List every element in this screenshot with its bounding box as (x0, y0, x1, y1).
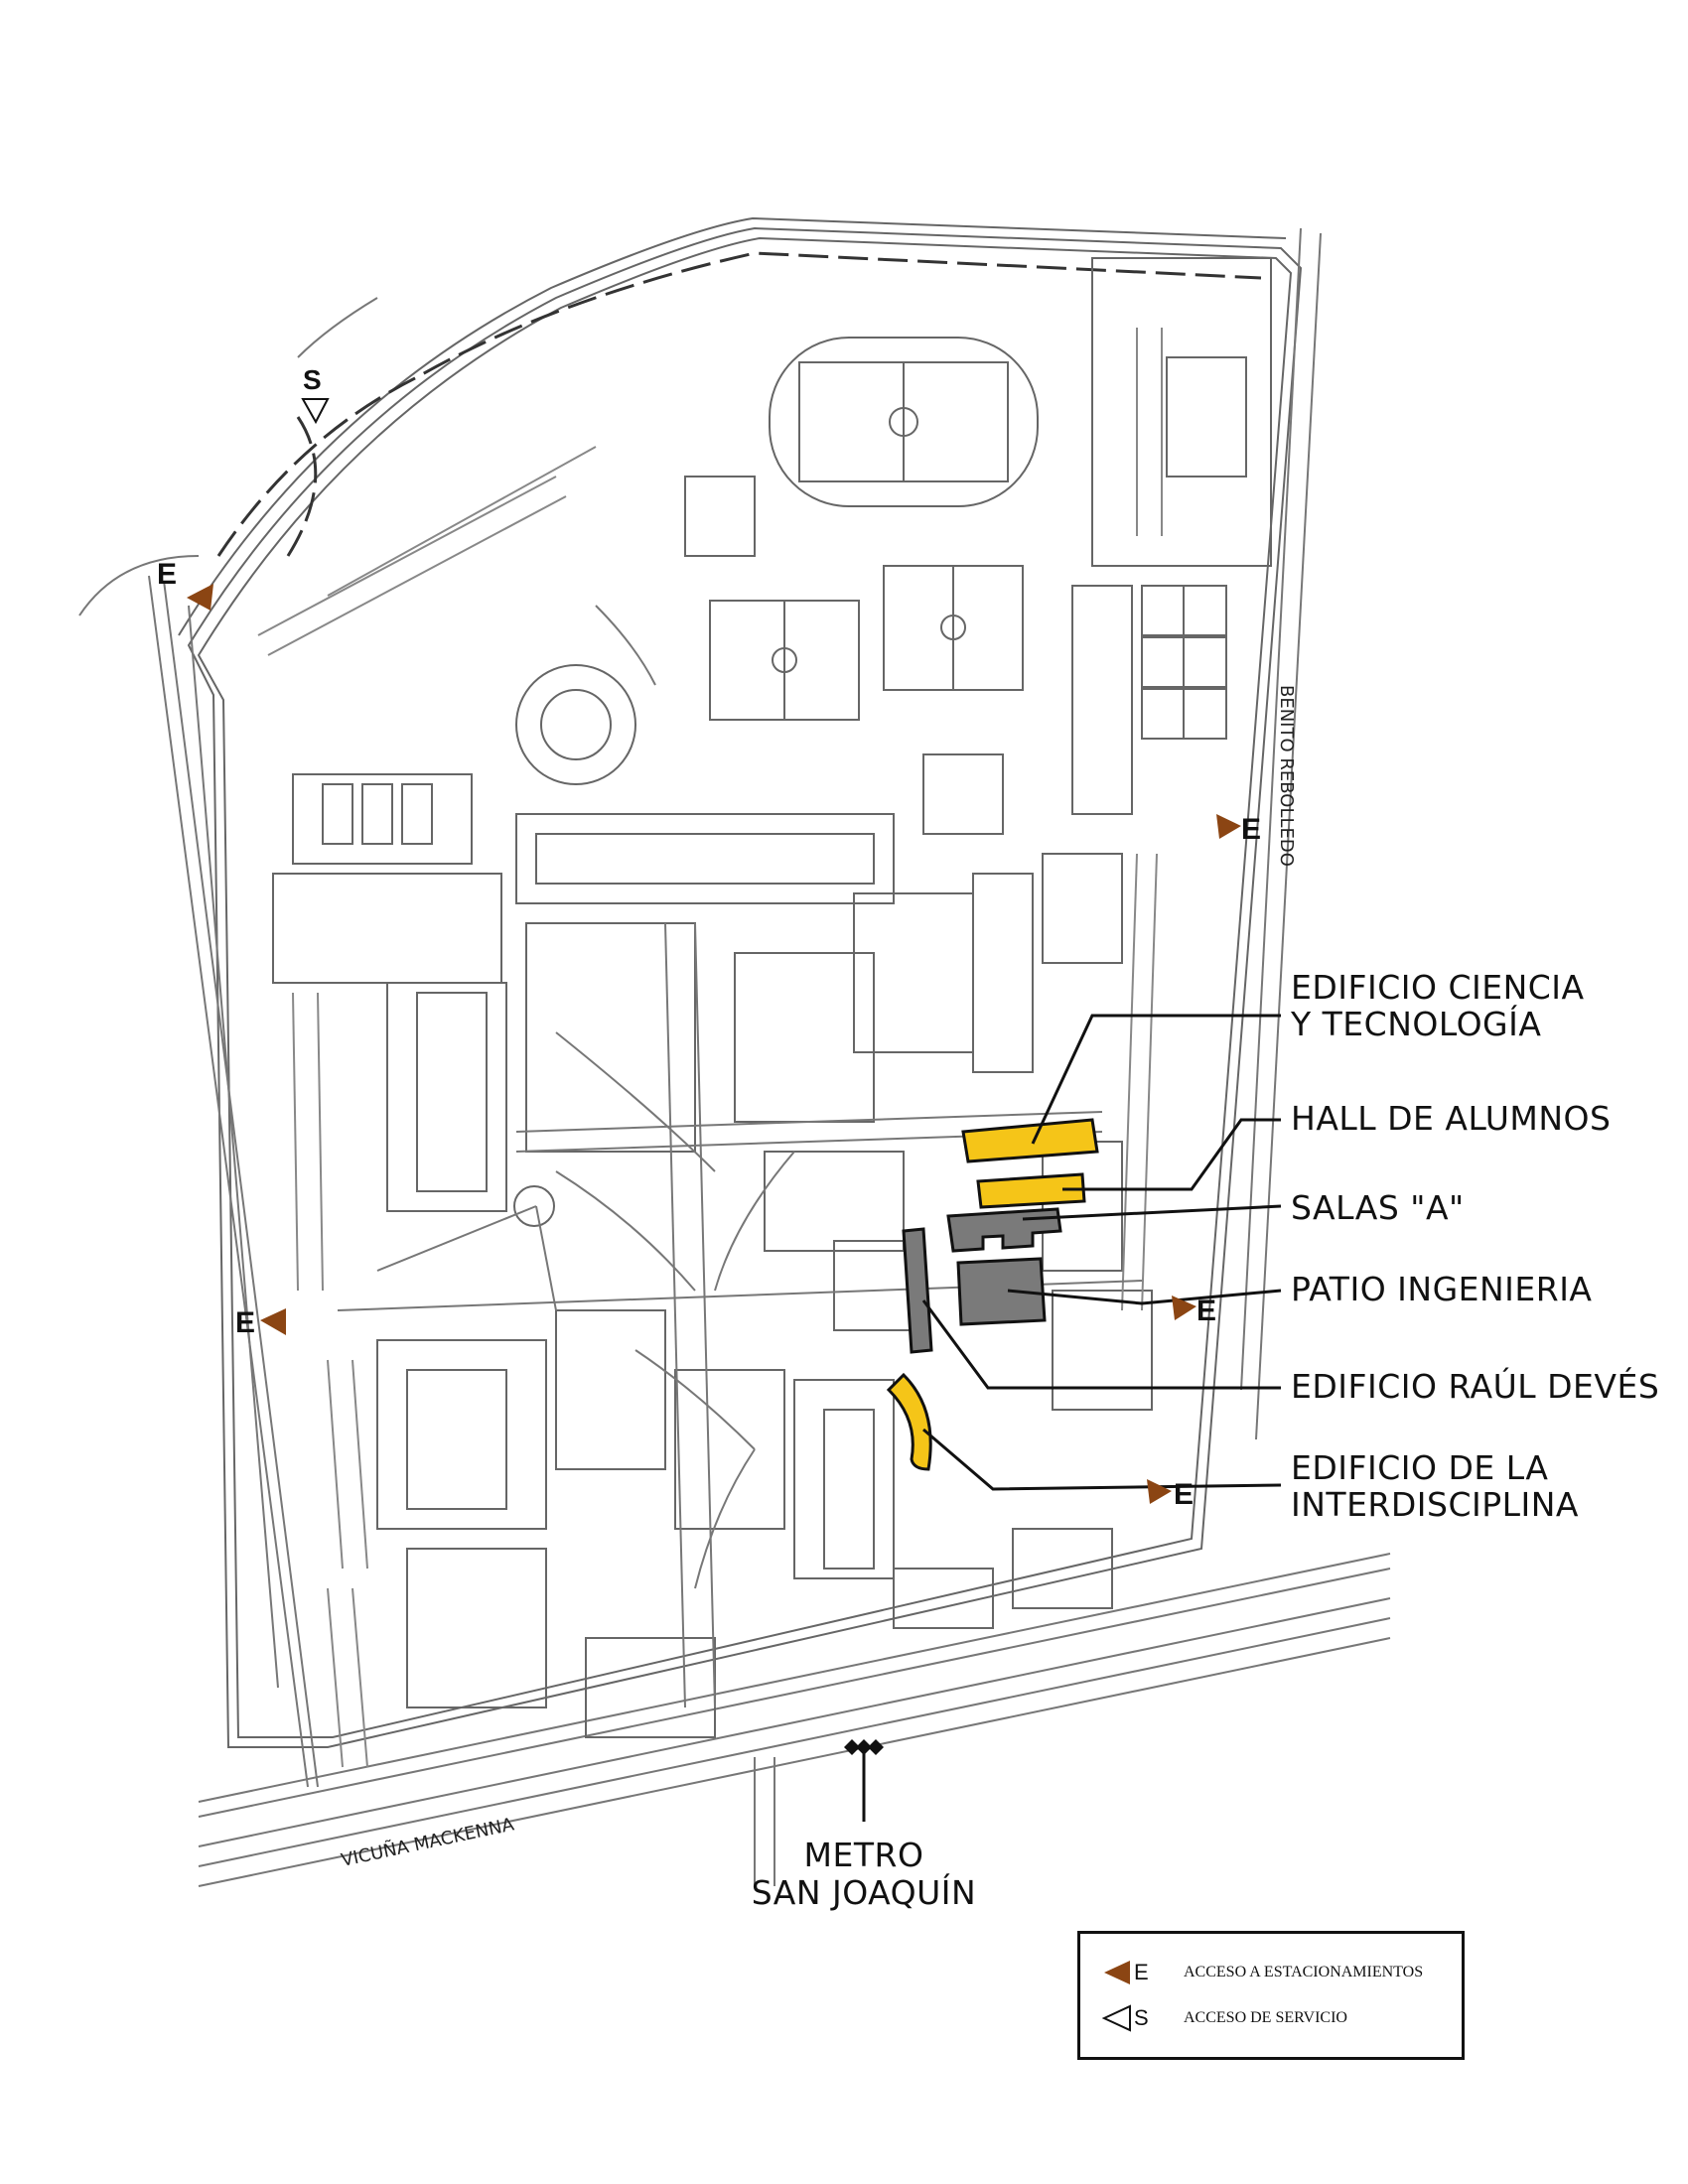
label-hall-alumnos: HALL DE ALUMNOS (1291, 1099, 1611, 1138)
parking-access-markers: E E E E E (157, 558, 1261, 1511)
raul-deves-shape (902, 1227, 933, 1354)
map-legend: E ACCESO A ESTACIONAMIENTOS S ACCESO DE … (1077, 1931, 1465, 2060)
parking-letter-east-1: E (1241, 813, 1261, 846)
service-access-marker: S (301, 364, 330, 425)
label-metro: METRO (804, 1836, 924, 1874)
label-salas-a: SALAS "A" (1291, 1188, 1465, 1227)
interdisciplina-shape (886, 1372, 932, 1471)
parking-marker-east-1 (1216, 814, 1241, 839)
legend-parking-text: ACCESO A ESTACIONAMIENTOS (1184, 1964, 1424, 1980)
hall-alumnos-shape (976, 1172, 1086, 1209)
parking-letter-east-2: E (1196, 1295, 1216, 1327)
label-y-tecnologia: Y TECNOLOGÍA (1290, 1004, 1541, 1043)
legend-service-text: ACCESO DE SERVICIO (1184, 2009, 1347, 2026)
parking-letter-west: E (235, 1306, 255, 1339)
legend-parking-key: E (1134, 1960, 1149, 1984)
patio-ingenieria-shape (956, 1257, 1047, 1326)
legend-row-parking: E ACCESO A ESTACIONAMIENTOS (1100, 1956, 1423, 1989)
parking-triangle-icon (1104, 1961, 1130, 1984)
label-edificio-de-la: EDIFICIO DE LA (1291, 1448, 1548, 1487)
label-san-joaquin: SAN JOAQUÍN (752, 1872, 976, 1912)
label-edificio-ciencia: EDIFICIO CIENCIA (1291, 968, 1585, 1007)
highlighted-buildings (886, 1118, 1099, 1471)
metro-marker (844, 1739, 884, 1755)
label-raul-deves: EDIFICIO RAÚL DEVÉS (1291, 1366, 1659, 1406)
street-benito-rebolledo: BENITO REBOLLEDO (1276, 685, 1297, 867)
service-road-dashed (216, 251, 1262, 557)
parking-letter-northwest: E (157, 558, 177, 591)
legend-row-service: S ACCESO DE SERVICIO (1100, 2001, 1347, 2035)
roads (78, 227, 1391, 1887)
parking-marker-east-2 (1172, 1296, 1196, 1320)
service-letter: S (303, 364, 322, 395)
leader-lines (862, 1014, 1282, 1822)
salas-a-shape (946, 1207, 1062, 1253)
label-interdisciplina: INTERDISCIPLINA (1291, 1485, 1579, 1524)
sports-fields (709, 337, 1227, 740)
legend-service-key: S (1134, 2005, 1149, 2030)
edificio-ciencia-tecnologia-shape (961, 1118, 1099, 1163)
parking-rows (257, 328, 1163, 1768)
parking-letter-east-3: E (1174, 1478, 1194, 1511)
label-patio-ingenieria: PATIO INGENIERIA (1291, 1270, 1593, 1308)
parking-marker-east-3 (1147, 1479, 1172, 1504)
campus-outline (178, 216, 1303, 1748)
street-vicuna-mackenna: VICUÑA MACKENNA (339, 1813, 516, 1871)
service-triangle-icon (1101, 2004, 1131, 2032)
parking-marker-northwest (187, 584, 213, 611)
parking-marker-west (260, 1308, 286, 1335)
buildings (272, 257, 1272, 1738)
